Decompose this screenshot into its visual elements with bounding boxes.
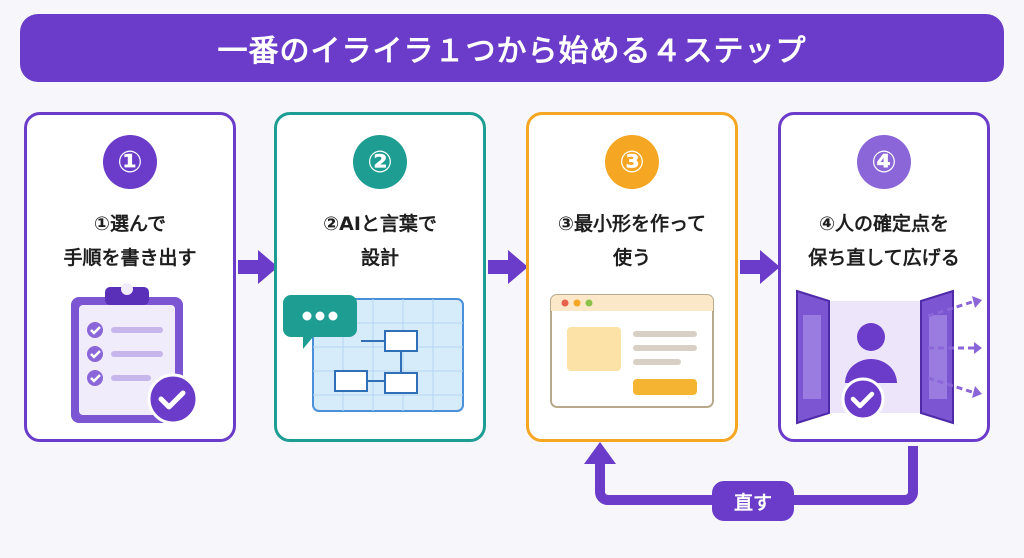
page-title: 一番のイライラ１つから始める４ステップ [217, 34, 807, 69]
step-card-4: ④ ④人の確定点を 保ち直して広げる [778, 112, 990, 442]
step-number-badge: ① [103, 135, 157, 189]
step-card-3: ③ ③最小形を作って 使う [526, 112, 738, 442]
step-label-line: 手順を書き出す [63, 247, 197, 269]
step-number-badge: ③ [605, 135, 659, 189]
step-label: ④人の確定点を 保ち直して広げる [781, 207, 987, 275]
arrow-right-icon [238, 250, 278, 284]
step-label-line: 使う [612, 247, 651, 269]
step-label-line: ②AIと言葉で [323, 213, 437, 235]
step-label: ③最小形を作って 使う [529, 207, 735, 275]
expand-arrows-icon [927, 296, 982, 398]
browser-window-icon [550, 294, 714, 408]
step-label: ②AIと言葉で 設計 [277, 207, 483, 275]
fix-loop-label: 直す [712, 481, 794, 521]
chat-blueprint-icon [283, 295, 464, 412]
step-label-line: 保ち直して広げる [808, 247, 960, 269]
step-number-badge: ④ [857, 135, 911, 189]
title-banner: 一番のイライラ１つから始める４ステップ [20, 14, 1004, 82]
step-label-line: ①選んで [93, 213, 167, 235]
arrow-right-icon [488, 250, 528, 284]
step-label-line: ③最小形を作って [557, 213, 707, 235]
arrow-right-icon [740, 250, 780, 284]
step-number-badge: ② [353, 135, 407, 189]
step-label-line: 設計 [360, 247, 399, 269]
step-card-2: ② ②AIと言葉で 設計 [274, 112, 486, 442]
clipboard-checklist-icon [71, 283, 199, 425]
fix-loop-text: 直す [733, 491, 772, 514]
step-label: ①選んで 手順を書き出す [27, 207, 233, 275]
step-card-1: ① ①選んで 手順を書き出す [24, 112, 236, 442]
open-doors-person-icon [796, 289, 954, 425]
step-label-line: ④人の確定点を [818, 213, 950, 235]
